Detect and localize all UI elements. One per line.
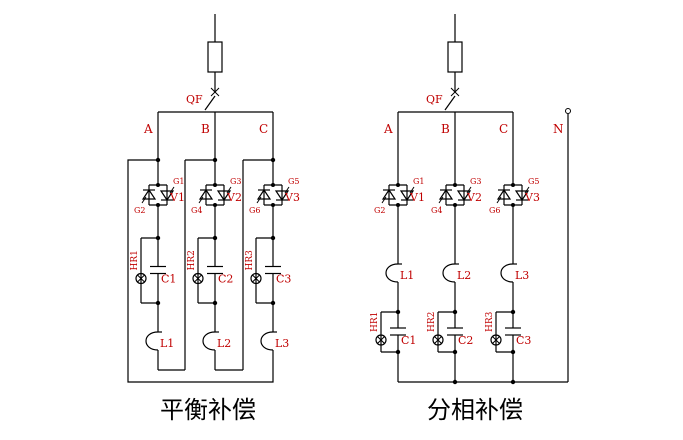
thyristor-label: V2 — [226, 191, 242, 204]
reactor: L3 — [500, 263, 529, 283]
lamp-label: HR3 — [485, 311, 495, 332]
lamp-label: HR2 — [187, 250, 197, 270]
reactor-label: L1 — [400, 269, 414, 282]
lamp-icon — [432, 334, 444, 346]
reactor: L2 — [202, 331, 231, 351]
right-phase-c: C — [499, 112, 514, 168]
lamp-icon — [375, 334, 387, 346]
capacitor-label: C1 — [161, 273, 176, 286]
reactor-label: L2 — [217, 337, 231, 350]
thyristor-label: V3 — [284, 191, 300, 204]
right-phase-a: A — [383, 112, 399, 168]
gate-label-bottom: G2 — [374, 206, 385, 215]
left-caption: 平衡补偿 — [160, 396, 256, 424]
lamp-icon — [192, 272, 204, 285]
left-breaker-label: QF — [186, 93, 203, 106]
phase-label-a: A — [383, 122, 393, 136]
right-breaker-blade — [444, 95, 456, 111]
gate-label-bottom: G4 — [431, 206, 442, 215]
lamp-label: HR1 — [370, 312, 380, 332]
left-fuse — [207, 41, 223, 73]
lamp-label: HR2 — [427, 312, 437, 332]
gate-label-bottom: G4 — [191, 206, 202, 215]
reactor-coil-icon — [145, 331, 159, 351]
reactor-label: L1 — [160, 337, 174, 350]
reactor: L2 — [442, 263, 471, 283]
right-diagram: QF A B C N G1G2V1L1HR1C1G3G4V2L2HR2C2G5G… — [370, 14, 571, 424]
capacitor-label: C2 — [458, 334, 473, 347]
capacitor-label: C3 — [516, 334, 531, 347]
gate-label-top: G1 — [173, 177, 184, 186]
reactor-coil-icon — [260, 331, 274, 351]
capacitor-label: C2 — [218, 273, 233, 286]
gate-label-bottom: G6 — [489, 206, 500, 215]
gate-label-top: G5 — [288, 177, 299, 186]
gate-label-top: G5 — [528, 177, 539, 186]
neutral-terminal — [565, 108, 571, 114]
lamp-icon — [250, 272, 262, 285]
gate-label-top: G3 — [230, 177, 241, 186]
reactor: L1 — [385, 263, 414, 283]
reactor-label: L2 — [457, 269, 471, 282]
phase-label-c: C — [259, 122, 268, 136]
reactor: L3 — [260, 331, 289, 351]
left-return-loop — [127, 159, 274, 383]
left-breaker-blade — [204, 95, 216, 111]
phase-label-a: A — [143, 122, 153, 136]
right-breaker-label: QF — [426, 93, 443, 106]
phase-label-c: C — [499, 122, 508, 136]
capacitor-label: C3 — [276, 273, 291, 286]
gate-label-top: G1 — [413, 177, 424, 186]
gate-label-top: G3 — [470, 177, 481, 186]
phase-label-b: B — [441, 122, 450, 136]
right-caption: 分相补偿 — [427, 396, 523, 424]
lamp-label: HR1 — [130, 250, 140, 270]
phase-label-b: B — [201, 122, 210, 136]
reactor-coil-icon — [500, 263, 514, 283]
reactor-coil-icon — [202, 331, 216, 351]
reactor-label: L3 — [515, 269, 529, 282]
reactor-coil-icon — [442, 263, 456, 283]
neutral-label: N — [553, 122, 564, 136]
lamp-icon — [490, 334, 502, 346]
reactor-label: L3 — [275, 337, 289, 350]
gate-label-bottom: G6 — [249, 206, 260, 215]
gate-label-bottom: G2 — [134, 206, 145, 215]
thyristor-label: V2 — [466, 191, 482, 204]
thyristor-label: V1 — [409, 191, 425, 204]
right-fuse — [447, 41, 463, 73]
thyristor-label: V3 — [524, 191, 540, 204]
lamp-label: HR3 — [245, 250, 255, 271]
capacitor-label: C1 — [401, 334, 416, 347]
reactor-coil-icon — [385, 263, 399, 283]
right-phase-b: B — [441, 112, 456, 168]
thyristor-label: V1 — [169, 191, 185, 204]
lamp-icon — [135, 272, 147, 285]
reactor: L1 — [145, 331, 174, 351]
